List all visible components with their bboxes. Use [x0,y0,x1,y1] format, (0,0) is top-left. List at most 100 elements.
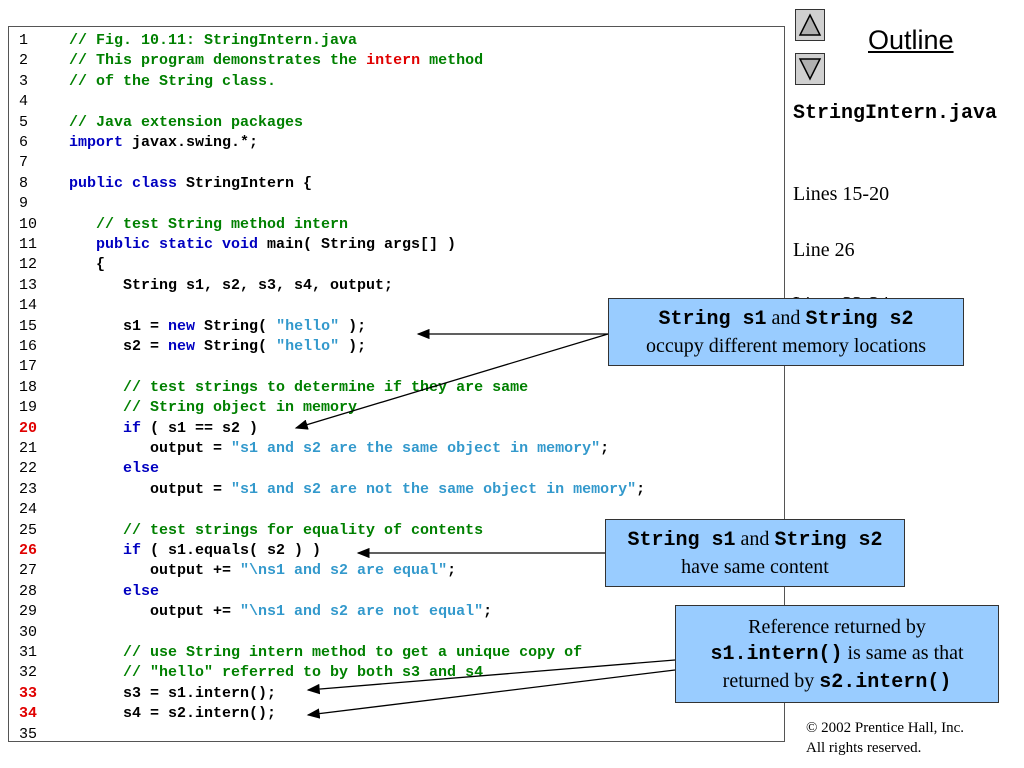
code-token: ; [636,480,646,498]
code-token: ; [600,440,610,457]
code-token: if [69,542,142,559]
callout-text: occupy different memory locations [645,335,927,357]
code-text: output += "\ns1 and s2 are not equal"; [69,602,492,622]
callout-code: String s1 [627,529,736,552]
line-number: 6 [19,134,29,151]
code-token: String( [195,317,277,335]
code-text: String s1, s2, s3, s4, output; [69,276,393,296]
line-number: 13 [19,276,38,294]
code-token: ); [339,338,367,355]
line-number: 17 [19,358,38,376]
callout-line: String s1 and String s2 [606,526,904,554]
code-token: s1 = [69,317,169,335]
code-text: // test strings to determine if they are… [69,378,528,398]
triangle-up-icon [798,13,822,36]
code-token: // test strings for equality of contents [69,521,484,539]
line-number: 26 [19,542,38,559]
line-number: 12 [19,256,38,274]
code-token: output = [69,480,232,498]
code-token: "s1 and s2 are the same object in memory… [231,440,601,457]
line-number: 16 [19,338,38,355]
callout-code: s2.intern() [819,671,952,694]
copyright-line: © 2002 Prentice Hall, Inc. [806,720,965,736]
code-token: { [69,256,106,274]
code-text: output += "\ns1 and s2 are equal"; [69,561,456,581]
code-token: s3 = s1.intern(); [69,684,277,702]
callout-text: Reference returned by [748,616,926,638]
code-token: StringIntern { [177,174,313,192]
code-token: // This program demonstrates the [69,52,367,70]
code-token: ( s1 == s2 ) [141,419,259,437]
code-token: public static void [69,236,259,253]
line-number: 23 [19,480,38,498]
code-token: String s1, s2, s3, s4, output; [69,276,394,294]
code-token: ); [339,317,367,335]
code-token: ; [447,562,457,580]
code-text: s1 = new String( "hello" ); [69,317,366,337]
code-token: // String object in memory [69,399,358,417]
line-number: 3 [19,72,29,90]
code-text: import javax.swing.*; [69,133,258,153]
code-text: // "hello" referred to by both s3 and s4 [69,663,483,683]
code-token: if [69,419,142,437]
code-token: output = [69,440,232,457]
code-token: "\ns1 and s2 are not equal" [240,603,484,621]
previous-slide-button[interactable] [795,9,825,41]
code-text: // This program demonstrates the intern … [69,51,483,71]
code-token: // use String intern method to get a uni… [69,644,583,661]
line-number: 35 [19,725,38,742]
code-token: import [69,134,124,151]
line-number: 8 [19,174,29,192]
code-text: public static void main( String args[] ) [69,235,456,255]
callout-text: and [735,528,775,550]
callout-text: have same content [681,556,829,578]
line-number: 24 [19,501,38,519]
code-token: method [420,52,484,70]
code-text: // Java extension packages [69,113,303,133]
callout-code: String s2 [774,529,883,552]
outline-title[interactable]: Outline [868,25,954,55]
code-token: public class [69,174,178,192]
callout-same-content: String s1 and String s2 have same conten… [605,519,905,587]
code-token: s4 = s2.intern(); [69,705,277,723]
line-number: 27 [19,562,38,580]
sidebar-filename: StringIntern.java [793,102,998,125]
code-token: String( [195,338,277,355]
callout-code: String s1 [658,308,767,331]
code-token: // Java extension packages [69,113,304,131]
line-number: 1 [19,32,29,49]
code-text: else [69,459,159,479]
code-token: ( s1.equals( s2 ) ) [141,542,322,559]
sidebar-line-ref: Lines 15-20 [793,183,890,205]
line-number: 28 [19,582,38,600]
line-number: 2 [19,52,29,70]
sidebar-line-ref: Line 26 [793,239,855,261]
code-token: output += [69,562,241,580]
code-text: public class StringIntern { [69,174,312,194]
code-token: intern [366,52,421,70]
code-token: s2 = [69,338,169,355]
triangle-down-icon [798,58,822,81]
callout-different-locations: String s1 and String s2 occupy different… [608,298,964,366]
copyright-line: All rights reserved. [806,740,922,756]
line-number: 34 [19,705,38,723]
code-text: // of the String class. [69,72,276,92]
line-number: 32 [19,664,38,682]
code-text: s2 = new String( "hello" ); [69,337,366,357]
code-token: ; [483,603,493,621]
code-text: // test strings for equality of contents [69,521,483,541]
line-number: 20 [19,419,38,437]
callout-intern-reference: Reference returned by s1.intern() is sam… [675,605,999,703]
callout-code: String s2 [805,308,914,331]
line-number: 14 [19,297,38,315]
code-text: else [69,582,159,602]
callout-line: s1.intern() is same as that [676,640,998,668]
line-number: 29 [19,603,38,621]
copyright: © 2002 Prentice Hall, Inc. All rights re… [806,718,964,758]
next-slide-button[interactable] [795,53,825,85]
code-token: else [69,460,160,478]
line-number: 22 [19,460,38,478]
callout-line: returned by s2.intern() [676,668,998,696]
code-token: // test String method intern [69,215,349,233]
code-text: // use String intern method to get a uni… [69,643,582,663]
